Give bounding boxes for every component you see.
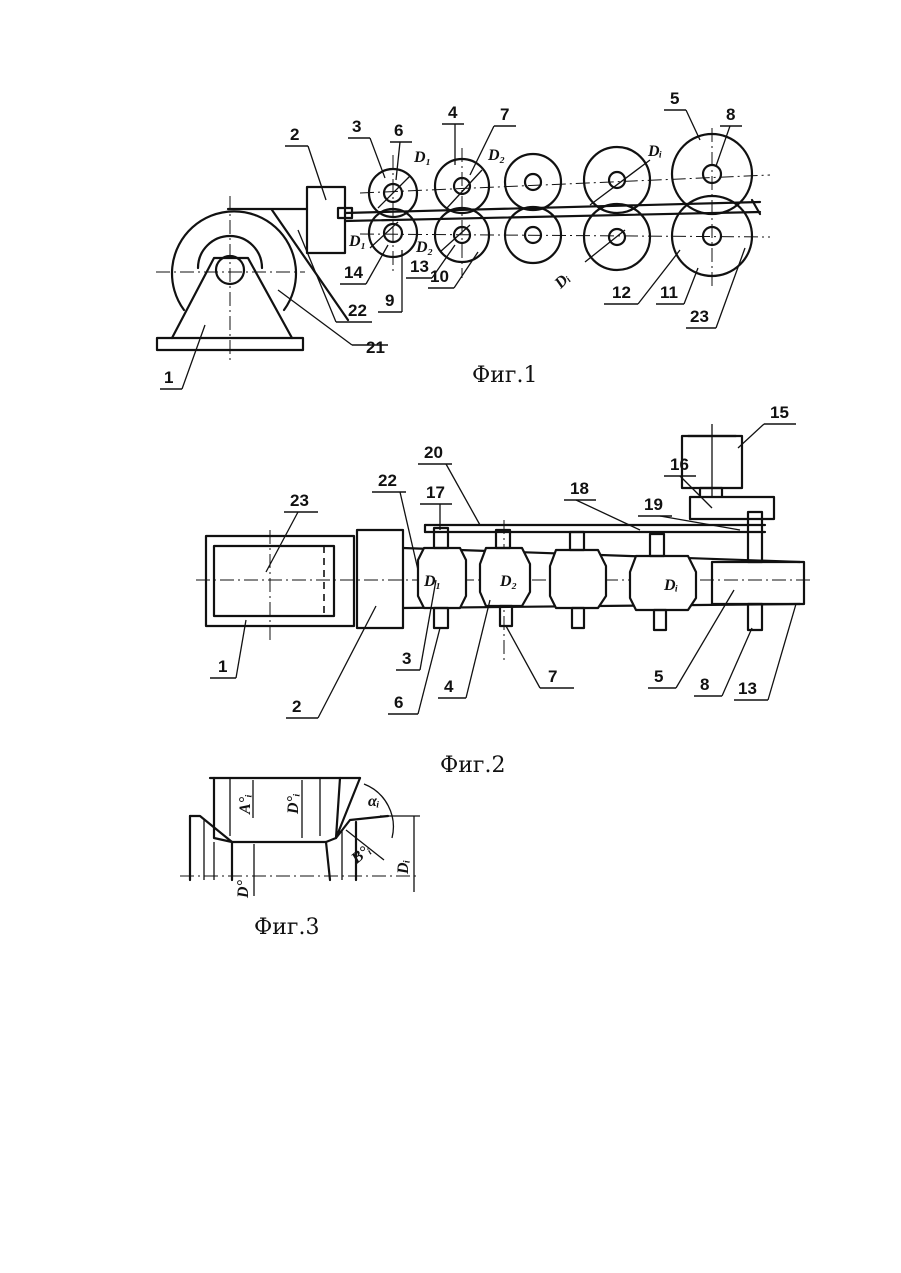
label-2: 2	[290, 125, 299, 144]
label-13: 13	[410, 257, 429, 276]
groove-profile-left	[190, 816, 232, 880]
label-7: 7	[500, 105, 509, 124]
groove-profile-right	[336, 778, 388, 838]
label-5: 5	[670, 89, 679, 108]
label-12: 12	[612, 283, 631, 302]
svg-text:D₂: D₂	[499, 573, 517, 590]
label-9: 9	[385, 291, 394, 310]
label-3: 3	[402, 649, 411, 668]
svg-text:D₁: D₁	[413, 149, 431, 166]
caption-fig2: Фиг.2	[440, 753, 505, 778]
guide-block-top	[357, 530, 403, 628]
label-2: 2	[292, 697, 301, 716]
svg-text:D₁: D₁	[348, 233, 366, 250]
guide-block	[307, 187, 345, 253]
svg-text:αᵢ: αᵢ	[368, 793, 380, 810]
roll-top-view	[418, 512, 762, 630]
svg-text:Dᵢ: Dᵢ	[663, 577, 679, 594]
svg-text:D₂: D₂	[487, 147, 505, 164]
fig3-dimensions: A°ᵢ D°ᵢ αᵢ B°ᵢ Dᵢ D°	[235, 793, 412, 899]
svg-text:Dᵢ: Dᵢ	[551, 270, 574, 293]
label-8: 8	[700, 675, 709, 694]
label-17: 17	[426, 483, 445, 502]
label-6: 6	[394, 121, 403, 140]
coil-stand	[172, 258, 292, 338]
svg-text:D°: D°	[235, 879, 252, 899]
coil-drum-outer	[172, 211, 296, 310]
fig1-labels: 2 3 6 4 7 5 8 1 21 22 9 14 13 1	[160, 89, 745, 389]
label-10: 10	[430, 267, 449, 286]
groove-profile-upper	[214, 778, 340, 842]
label-23: 23	[290, 491, 309, 510]
svg-text:D₂: D₂	[415, 239, 433, 256]
label-6: 6	[394, 693, 403, 712]
svg-text:D₁: D₁	[423, 573, 441, 590]
svg-text:Dᵢ: Dᵢ	[395, 859, 412, 875]
caption-fig3: Фиг.3	[254, 915, 319, 940]
svg-text:D°ᵢ: D°ᵢ	[285, 793, 302, 815]
label-22: 22	[378, 471, 397, 490]
figure-1: 2 3 6 4 7 5 8 1 21 22 9 14 13 1	[156, 89, 770, 389]
figure-3: A°ᵢ D°ᵢ αᵢ B°ᵢ Dᵢ D° Фиг.3	[180, 778, 420, 940]
label-4: 4	[448, 103, 458, 122]
label-19: 19	[644, 495, 663, 514]
label-18: 18	[570, 479, 589, 498]
label-11: 11	[660, 283, 678, 302]
label-7: 7	[548, 667, 557, 686]
label-22: 22	[348, 301, 367, 320]
label-1: 1	[164, 368, 173, 387]
label-4: 4	[444, 677, 454, 696]
figure-2: 15 16 20 18 19 22 17 23 1 2 3 6 4	[196, 403, 810, 778]
label-3: 3	[352, 117, 361, 136]
label-13: 13	[738, 679, 757, 698]
svg-text:B°ᵢ: B°ᵢ	[348, 841, 375, 868]
label-20: 20	[424, 443, 443, 462]
label-1: 1	[218, 657, 227, 676]
label-8: 8	[726, 105, 735, 124]
label-23: 23	[690, 307, 709, 326]
label-14: 14	[344, 263, 363, 282]
coil-frame	[206, 536, 354, 626]
label-15: 15	[770, 403, 789, 422]
caption-fig1: Фиг.1	[472, 363, 537, 388]
label-5: 5	[654, 667, 663, 686]
svg-text:Dᵢ: Dᵢ	[647, 143, 663, 160]
label-16: 16	[670, 455, 689, 474]
svg-text:A°ᵢ: A°ᵢ	[237, 794, 254, 815]
label-21: 21	[366, 338, 385, 357]
